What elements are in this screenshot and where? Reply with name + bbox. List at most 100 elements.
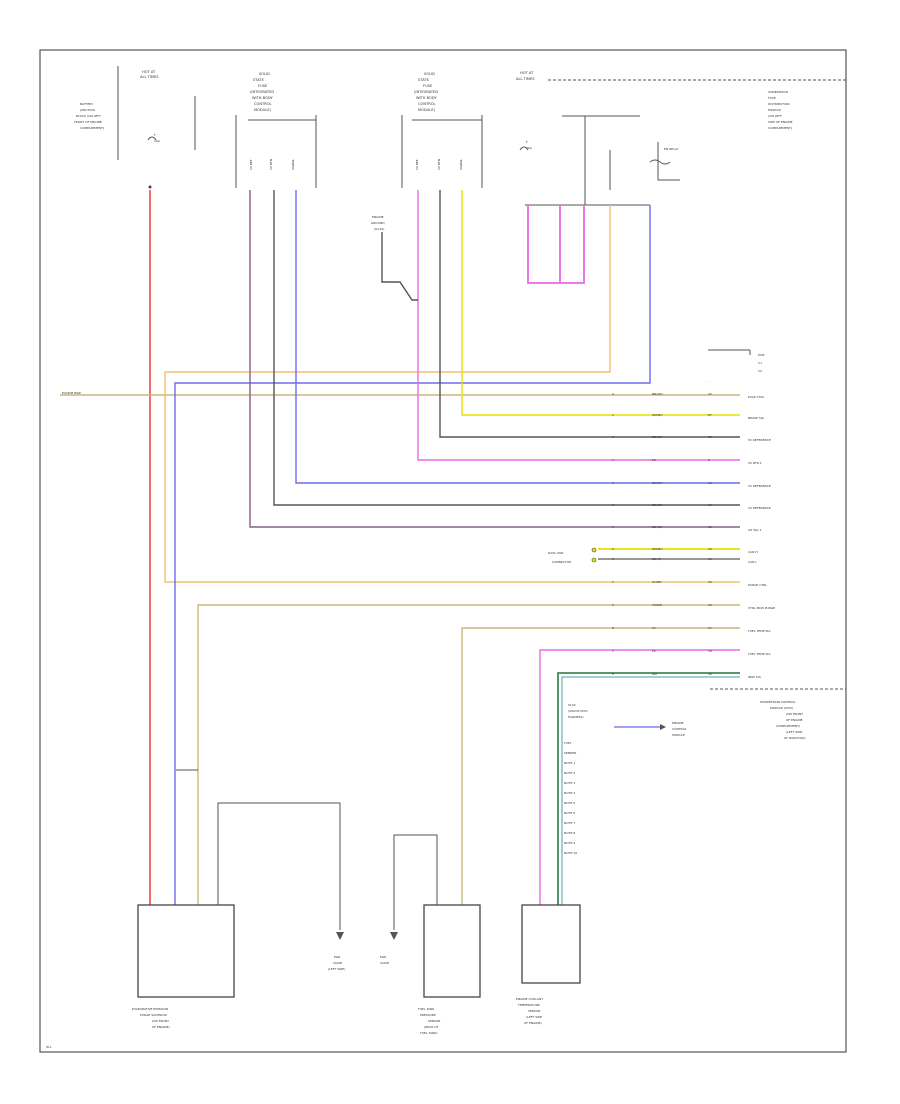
signal-label: INSP SIG (748, 675, 762, 679)
svg-text:(SPLICE INTO: (SPLICE INTO (568, 709, 588, 713)
wire-pin-number: 42 (708, 525, 712, 529)
svg-text:CONTROL: CONTROL (418, 102, 436, 106)
wire-orange-tall (164, 205, 740, 583)
note-item: NOTE 6 (564, 811, 575, 815)
wire-teal-insp (561, 676, 740, 910)
svg-text:DATA LINK: DATA LINK (548, 551, 564, 555)
wire-green-insp (557, 672, 740, 910)
wire-pin-number: 26 (708, 557, 712, 561)
svg-text:ENGINE COOLANT: ENGINE COOLANT (516, 997, 543, 1001)
wire-color-code: PK (652, 458, 657, 462)
wire-circuit-number: 6 (612, 672, 614, 676)
wire-color-code: BU/WH (652, 481, 663, 485)
svg-text:(LEFT SIDE: (LEFT SIDE (526, 1015, 542, 1019)
wire-pin-number: 18 (708, 649, 712, 653)
purge-solenoid-box (137, 904, 235, 998)
svg-text:DISTRIBUTION: DISTRIBUTION (768, 102, 789, 106)
wire-color-code: BN/GN (652, 525, 662, 529)
signal-label: BRAKE SIG (748, 416, 765, 420)
svg-text:MODULE: MODULE (768, 108, 781, 112)
wire-pink-fuel (539, 649, 740, 910)
wire-color-code: WH/BU (652, 547, 663, 551)
wire-pin-number: 10 (708, 503, 712, 507)
wire-pin-number: 16 (708, 547, 712, 551)
svg-text:CONTROL: CONTROL (254, 102, 272, 106)
header-1-fuse-2: 10A (154, 139, 161, 143)
wire-pin-number: 25 (708, 392, 712, 396)
wire-ground-lead (381, 232, 418, 301)
signal-label: IAT SIG 1 (748, 528, 762, 532)
svg-text:WITH BODY: WITH BODY (252, 96, 273, 100)
signal-label: VTRL MON PURGE (748, 606, 775, 610)
note-item: NOTE 5 (564, 801, 575, 805)
svg-text:SIGNAL: SIGNAL (291, 159, 295, 170)
signal-label: EVAP CTRL (748, 395, 765, 399)
wire-circuit-number: 1 (612, 580, 614, 584)
wire-circuit-number: 8 (612, 626, 614, 630)
wire-circuit-number: 6 (612, 503, 614, 507)
signal-label: 5V REFERENCE (748, 438, 771, 442)
header-solid-state-fuse-2: SOLID STATE FUSE (INTEGRATED WITH BODY C… (401, 72, 483, 188)
signal-label: CAN L (748, 560, 757, 564)
wire-color-code: BN/YE (652, 557, 661, 561)
svg-text:(ON FRONT: (ON FRONT (786, 712, 803, 716)
wire-color-code: BN/GN (652, 435, 662, 439)
note-item: FUEL (564, 741, 572, 745)
wire-pin-number: 11 (708, 626, 712, 630)
footer-ref: W-1 (46, 1045, 52, 1049)
header-solid-state-fuse-1: SOLID STATE FUSE (INTEGRATED WITH BODY C… (235, 72, 317, 188)
svg-text:CONTROL: CONTROL (672, 727, 687, 731)
wire-circuit-number: 2 (612, 649, 614, 653)
svg-text:F: F (526, 140, 528, 144)
note-item: NOTE 10 (564, 851, 577, 855)
pcm-location-note: POWERTRAIN CONTROL MODULE (PCM) (ON FRON… (710, 688, 846, 740)
diagram-frame (39, 49, 847, 1053)
header-1-desc-3: BLOCK (ON LEFT (76, 114, 101, 118)
header-1-desc-5: COMPARTMENT) (80, 126, 104, 130)
svg-text:S102: S102 (568, 703, 576, 707)
header-underhood-fuse: HOT AT ALL TIMES UNDERHOOD FUSE DISTRIBU… (516, 71, 846, 206)
svg-text:(ON LEFT: (ON LEFT (768, 114, 782, 118)
note-item: NOTE 7 (564, 821, 575, 825)
svg-text:HOT AT: HOT AT (520, 71, 534, 75)
header-1-desc-2: JUNCTION (79, 108, 95, 112)
note-item: NOTE 3 (564, 781, 575, 785)
svg-text:EGR: EGR (334, 955, 340, 959)
svg-text:20A: 20A (526, 146, 533, 150)
svg-text:(ON FRONT: (ON FRONT (152, 1019, 169, 1023)
wire-layer (60, 190, 740, 910)
wire-blue (174, 205, 651, 910)
signal-label: 5V REFERENCE (748, 484, 771, 488)
svg-text:PCM: PCM (758, 353, 765, 357)
wire-circuit-number: 6 (612, 557, 614, 561)
header-1-line-1: HOT AT (142, 70, 156, 74)
signal-label: 5V REFERENCE (748, 506, 771, 510)
svg-text:MODULE: MODULE (672, 733, 685, 737)
wire-circuit-number: 5 (612, 603, 614, 607)
wire-color-code: PK (652, 649, 657, 653)
svg-text:FUSE: FUSE (423, 84, 433, 88)
wire-color-code: GN (652, 672, 657, 676)
left-entry: · EVAP/PURGE (46, 391, 81, 399)
svg-text:EVAPORATIVE EMISSION: EVAPORATIVE EMISSION (132, 1007, 168, 1011)
svg-text:C2: C2 (758, 369, 762, 373)
svg-text:SIDE OF ENGINE: SIDE OF ENGINE (768, 120, 793, 124)
svg-text:C1: C1 (758, 361, 762, 365)
svg-text:STATE: STATE (418, 78, 430, 82)
svg-text:(G116): (G116) (374, 227, 384, 231)
svg-text:OF ENGINE): OF ENGINE) (152, 1025, 170, 1029)
svg-text:SIGNAL: SIGNAL (459, 159, 463, 170)
svg-text:FUSE: FUSE (768, 96, 776, 100)
svg-text:· · ·: · · · (706, 379, 711, 383)
wire-circuit-number: 3 (612, 435, 614, 439)
svg-text:OF ENGINE): OF ENGINE) (524, 1021, 542, 1025)
wire-color-code: BN/GN (652, 503, 662, 507)
svg-text:FUSE: FUSE (258, 84, 268, 88)
wire-pink-5vrtn (417, 190, 740, 461)
wire-yellow-brake (461, 190, 740, 416)
svg-text:(INTEGRATED: (INTEGRATED (250, 90, 274, 94)
svg-text:(LEFT SIDE): (LEFT SIDE) (328, 967, 345, 971)
svg-text:VALVE: VALVE (380, 961, 389, 965)
note-item: NOTE 1 (564, 761, 575, 765)
svg-text:5V RTN: 5V RTN (437, 159, 441, 170)
